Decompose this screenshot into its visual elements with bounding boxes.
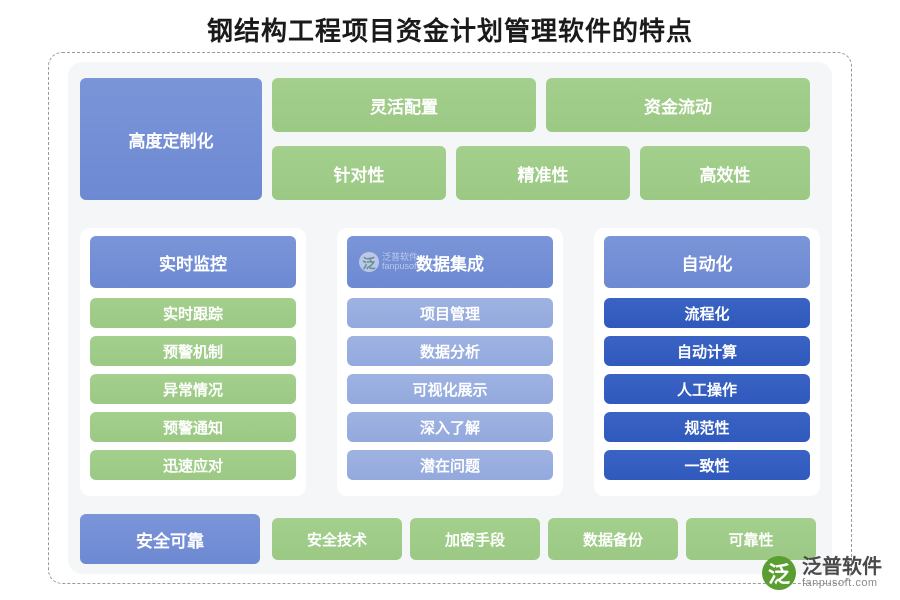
item-data-analysis[interactable]: 数据分析 <box>347 336 553 366</box>
item-consistency[interactable]: 一致性 <box>604 450 810 480</box>
logo-text-group: 泛普软件 fanpusoft.com <box>802 555 882 590</box>
tag-flexible-config[interactable]: 灵活配置 <box>272 78 536 132</box>
tag-precision[interactable]: 精准性 <box>456 146 630 200</box>
column-data-integration: 泛 泛普软件 fanpusoft.com 数据集成 项目管理 数据分析 可视化展… <box>337 228 563 496</box>
watermark-line1: 泛普软件 <box>382 251 419 262</box>
item-warning-notification[interactable]: 预警通知 <box>90 412 296 442</box>
tag-encryption-method[interactable]: 加密手段 <box>410 518 540 560</box>
brand-logo: 泛 泛普软件 fanpusoft.com <box>762 556 882 590</box>
item-visual-presentation[interactable]: 可视化展示 <box>347 374 553 404</box>
page-title: 钢结构工程项目资金计划管理软件的特点 <box>206 16 693 46</box>
logo-name-en: fanpusoft.com <box>802 576 878 589</box>
item-project-management[interactable]: 项目管理 <box>347 298 553 328</box>
columns-group: 实时监控 实时跟踪 预警机制 异常情况 预警通知 迅速应对 泛 泛普软件 fan… <box>80 228 820 496</box>
column-automation: 自动化 流程化 自动计算 人工操作 规范性 一致性 <box>594 228 820 496</box>
logo-mark-icon: 泛 <box>762 556 796 590</box>
tag-targeted[interactable]: 针对性 <box>272 146 446 200</box>
logo-name-cn: 泛普软件 <box>802 555 882 578</box>
item-deep-understanding[interactable]: 深入了解 <box>347 412 553 442</box>
column-realtime-monitoring: 实时监控 实时跟踪 预警机制 异常情况 预警通知 迅速应对 <box>80 228 306 496</box>
item-realtime-tracking[interactable]: 实时跟踪 <box>90 298 296 328</box>
tag-efficiency[interactable]: 高效性 <box>640 146 810 200</box>
column-head-data-integration[interactable]: 泛 泛普软件 fanpusoft.com 数据集成 <box>347 236 553 288</box>
item-process-oriented[interactable]: 流程化 <box>604 298 810 328</box>
column-head-automation[interactable]: 自动化 <box>604 236 810 288</box>
outer-dashed-frame <box>48 52 852 584</box>
item-potential-issues[interactable]: 潜在问题 <box>347 450 553 480</box>
watermark-text: 泛普软件 fanpusoft.com <box>382 251 439 272</box>
feature-card-safe-reliable[interactable]: 安全可靠 <box>80 514 260 564</box>
tag-security-technology[interactable]: 安全技术 <box>272 518 402 560</box>
item-warning-mechanism[interactable]: 预警机制 <box>90 336 296 366</box>
tag-capital-flow[interactable]: 资金流动 <box>546 78 810 132</box>
tag-reliability[interactable]: 可靠性 <box>686 518 816 560</box>
watermark-logo: 泛 泛普软件 fanpusoft.com <box>359 252 439 272</box>
item-auto-calculation[interactable]: 自动计算 <box>604 336 810 366</box>
item-manual-operation[interactable]: 人工操作 <box>604 374 810 404</box>
column-head-label-data-integration: 数据集成 <box>416 254 484 274</box>
item-rapid-response[interactable]: 迅速应对 <box>90 450 296 480</box>
row-security: 安全可靠 安全技术 加密手段 数据备份 可靠性 <box>80 514 820 564</box>
item-abnormal-situation[interactable]: 异常情况 <box>90 374 296 404</box>
column-head-realtime-monitoring[interactable]: 实时监控 <box>90 236 296 288</box>
watermark-line2: fanpusoft.com <box>382 261 439 271</box>
item-standardization[interactable]: 规范性 <box>604 412 810 442</box>
row-customization: 高度定制化 灵活配置 资金流动 针对性 精准性 高效性 <box>80 78 820 206</box>
feature-card-high-customization[interactable]: 高度定制化 <box>80 78 262 200</box>
tag-data-backup[interactable]: 数据备份 <box>548 518 678 560</box>
watermark-mark-icon: 泛 <box>359 252 379 272</box>
